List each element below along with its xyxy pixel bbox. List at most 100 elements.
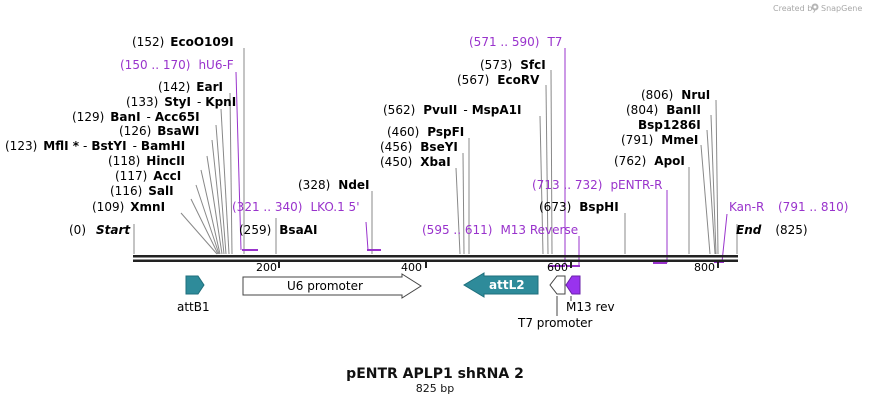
svg-text:(109)XmnI: (109) XmnI bbox=[92, 200, 165, 214]
site-pos: (133) bbox=[126, 95, 158, 109]
svg-text:(450)XbaI: (450)XbaI bbox=[380, 155, 451, 169]
svg-text:(116)SalI: (116)SalI bbox=[110, 184, 174, 198]
start-label: Start bbox=[96, 223, 131, 237]
site-name-alt2: BamHI bbox=[141, 139, 185, 153]
svg-text:(123)MflI *-BstYI-BamHI: (123)MflI *-BstYI-BamHI bbox=[5, 139, 185, 153]
site-name: PspFI bbox=[427, 125, 464, 139]
site-line bbox=[206, 155, 223, 255]
site-name: Bsp1286I bbox=[638, 118, 701, 132]
svg-text:(804)BanII: (804) BanII bbox=[626, 103, 701, 117]
site-name: BsaWI bbox=[157, 124, 199, 138]
site-line bbox=[710, 114, 717, 255]
site-lines bbox=[133, 48, 738, 255]
site-name: EcoRV bbox=[497, 73, 540, 87]
site-line bbox=[545, 84, 549, 255]
map-subtitle: 825 bp bbox=[416, 382, 454, 395]
attb1-arrow-icon bbox=[185, 275, 205, 295]
tick-label: 200 bbox=[256, 261, 277, 274]
svg-text:(713 .. 732)pENTR-R: (713 .. 732)pENTR-R bbox=[532, 178, 662, 192]
site-line bbox=[700, 144, 711, 255]
svg-text:(562)PvuII-MspA1I: (562)PvuII-MspA1I bbox=[383, 103, 522, 117]
primer-pos: (321 .. 340) bbox=[232, 200, 302, 214]
site-pos: (762) bbox=[614, 154, 646, 168]
site-name: BanI bbox=[110, 110, 140, 124]
feature-m13-rev: M13 rev bbox=[565, 275, 615, 314]
primer-line-hu6f bbox=[235, 71, 242, 251]
feature-u6-promoter: U6 promoter bbox=[242, 273, 422, 299]
feature-t7-promoter: T7 promoter bbox=[517, 275, 593, 330]
feature-label-t7: T7 promoter bbox=[517, 316, 593, 330]
site-pos: (328) bbox=[298, 178, 330, 192]
brand-text: SnapGene bbox=[821, 4, 862, 13]
ruler-ticks bbox=[278, 262, 719, 268]
primer-line-lko bbox=[365, 221, 369, 251]
site-pos: (0) bbox=[69, 223, 86, 237]
site-pos: (804) bbox=[626, 103, 658, 117]
attl2-arrow-icon bbox=[463, 272, 539, 298]
t7-arrow-icon bbox=[549, 275, 566, 295]
site-name: StyI bbox=[164, 95, 191, 109]
site-name: BsaAI bbox=[279, 223, 317, 237]
site-pos: (116) bbox=[110, 184, 142, 198]
site-name: AccI bbox=[153, 169, 181, 183]
svg-text:End(825): End(825) bbox=[736, 223, 808, 237]
site-name: NruI bbox=[681, 88, 710, 102]
site-pos: (117) bbox=[115, 169, 147, 183]
site-line bbox=[200, 169, 221, 255]
site-line bbox=[550, 69, 553, 255]
site-name-alt: MspA1I bbox=[472, 103, 522, 117]
site-line bbox=[190, 198, 219, 255]
site-pos: (118) bbox=[108, 154, 140, 168]
svg-text:(762)ApoI: (762) ApoI bbox=[614, 154, 685, 168]
feature-label-attb1: attB1 bbox=[177, 300, 210, 314]
u6-arrow-icon bbox=[242, 273, 422, 299]
svg-text:(118)HincII: (118) HincII bbox=[108, 154, 185, 168]
svg-text:(456)BseYI: (456)BseYI bbox=[380, 140, 458, 154]
site-name: NdeI bbox=[338, 178, 369, 192]
primer-name: LKO.1 5' bbox=[310, 200, 359, 214]
tick-label: 400 bbox=[401, 261, 422, 274]
svg-text:(117)AccI: (117) AccI bbox=[115, 169, 181, 183]
svg-text:(152)EcoO109I: (152)EcoO109I bbox=[132, 35, 234, 49]
site-line bbox=[229, 92, 233, 255]
tick-label: 800 bbox=[694, 261, 715, 274]
svg-text:(126)BsaWI: (126)BsaWI bbox=[119, 124, 199, 138]
site-line bbox=[539, 115, 544, 255]
site-line bbox=[180, 212, 218, 255]
site-line bbox=[220, 108, 230, 255]
site-name: MflI * bbox=[43, 139, 79, 153]
svg-text:(791)MmeI: (791)MmeI bbox=[621, 133, 698, 147]
primer-pos: (571 .. 590) bbox=[469, 35, 539, 49]
site-pos: (460) bbox=[387, 125, 419, 139]
svg-text:(259)BsaAI: (259)BsaAI bbox=[239, 223, 317, 237]
site-pos: (142) bbox=[158, 80, 190, 94]
primer-pos: (595 .. 611) bbox=[422, 223, 492, 237]
site-name: HincII bbox=[146, 154, 185, 168]
map-title: pENTR APLP1 shRNA 2 bbox=[346, 366, 524, 382]
svg-text:(595 .. 611)M13 Reverse: (595 .. 611) M13 Reverse bbox=[422, 223, 578, 237]
svg-text:(567)EcoRV: (567)EcoRV bbox=[457, 73, 540, 87]
site-name-alt: BstYI bbox=[91, 139, 126, 153]
primer-line-kanr bbox=[721, 213, 728, 263]
svg-text:(150 .. 170)hU6-F: (150 .. 170)hU6-F bbox=[120, 58, 234, 72]
site-pos: (109) bbox=[92, 200, 124, 214]
site-name: XmnI bbox=[130, 200, 165, 214]
site-name: ApoI bbox=[654, 154, 685, 168]
feature-attl2: attL2 bbox=[463, 272, 539, 298]
site-line bbox=[706, 129, 716, 255]
site-pos: (450) bbox=[380, 155, 412, 169]
credit-text: Created by bbox=[773, 4, 817, 13]
site-name: BspHI bbox=[579, 200, 618, 214]
svg-text:(142)EarI: (142)EarI bbox=[158, 80, 223, 94]
site-pos: (562) bbox=[383, 103, 415, 117]
snapgene-logo-icon bbox=[811, 3, 819, 11]
feature-label-u6: U6 promoter bbox=[287, 279, 363, 293]
site-name: EcoO109I bbox=[170, 35, 233, 49]
backbone bbox=[133, 255, 738, 262]
feature-label-attl2: attL2 bbox=[489, 278, 525, 292]
site-pos: (456) bbox=[380, 140, 412, 154]
site-name: BanII bbox=[666, 103, 701, 117]
primer-name: M13 Reverse bbox=[500, 223, 578, 237]
site-name: SfcI bbox=[520, 58, 545, 72]
site-pos: (573) bbox=[480, 58, 512, 72]
